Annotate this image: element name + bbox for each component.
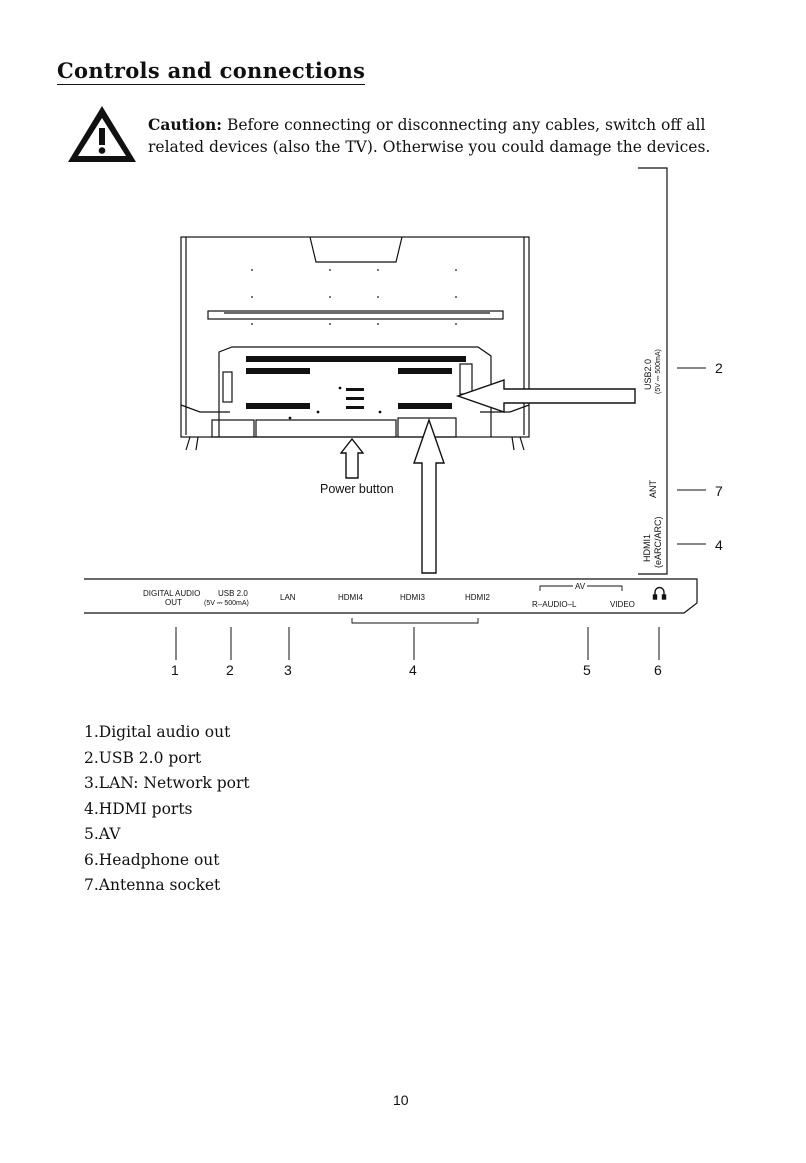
hdmi4-label: HDMI4 <box>338 593 363 602</box>
side-callout-4: 4 <box>715 537 723 553</box>
caution-text: Before connecting or disconnecting any c… <box>148 116 711 156</box>
connections-legend: 1.Digital audio out 2.USB 2.0 port 3.LAN… <box>84 720 250 899</box>
bottom-callout-6: 6 <box>654 662 662 678</box>
list-item: 3.LAN: Network port <box>84 774 250 792</box>
video-label: VIDEO <box>610 600 635 609</box>
side-panel: USB2.0 (5V ⎓ 500mA) ANT HDMI1 (eARC/ARC) <box>638 167 668 575</box>
page-title: Controls and connections <box>57 58 366 85</box>
bottom-callout-3: 3 <box>284 662 292 678</box>
side-connectors-arrow <box>455 379 636 413</box>
av-label: AV <box>575 582 586 591</box>
list-item: 5.AV <box>84 825 121 843</box>
caution-note: Caution: Before connecting or disconnect… <box>148 114 748 158</box>
page-number: 10 <box>393 1092 409 1108</box>
digital-audio-label: DIGITAL AUDIO <box>143 589 200 598</box>
digital-out-label: OUT <box>165 598 182 607</box>
tv-back <box>180 236 530 451</box>
list-item: 2.USB 2.0 port <box>84 748 202 767</box>
power-button-arrow <box>339 437 365 479</box>
bottom-callout-4: 4 <box>409 662 417 678</box>
headphone-icon <box>652 586 667 600</box>
side-callout-2: 2 <box>715 360 723 376</box>
side-hdmi1-label: HDMI1 <box>642 534 652 562</box>
bottom-usb-spec: (5V ⎓ 500mA) <box>204 600 249 607</box>
bottom-connectors-arrow <box>413 417 445 574</box>
list-item: 1.Digital audio out <box>84 723 231 741</box>
bottom-callout-lines <box>175 627 660 660</box>
bottom-panel: DIGITAL AUDIO OUT USB 2.0 (5V ⎓ 500mA) L… <box>84 578 698 624</box>
bottom-callout-2: 2 <box>226 662 234 678</box>
lan-label: LAN <box>280 593 296 602</box>
bottom-usb-label: USB 2.0 <box>218 589 248 598</box>
side-usb-label: USB2.0 <box>643 359 653 390</box>
hdmi3-label: HDMI3 <box>400 593 425 602</box>
hdmi2-label: HDMI2 <box>465 593 490 602</box>
side-callout-lines <box>677 367 706 545</box>
bottom-callout-5: 5 <box>583 662 591 678</box>
power-button-label: Power button <box>320 482 394 496</box>
audio-label: R–AUDIO–L <box>532 600 577 609</box>
tv-back-vents <box>246 269 466 420</box>
caution-label: Caution: <box>148 115 223 134</box>
side-usb-spec: (5V ⎓ 500mA) <box>655 349 662 394</box>
side-callout-7: 7 <box>715 483 723 499</box>
side-hdmi1-arc: (eARC/ARC) <box>653 516 663 568</box>
warning-triangle-icon <box>68 106 136 162</box>
side-ant-label: ANT <box>648 479 658 498</box>
list-item: 6.Headphone out <box>84 850 220 869</box>
bottom-callout-1: 1 <box>171 662 179 678</box>
list-item: 7.Antenna socket <box>84 876 221 894</box>
list-item: 4.HDMI ports <box>84 799 193 818</box>
